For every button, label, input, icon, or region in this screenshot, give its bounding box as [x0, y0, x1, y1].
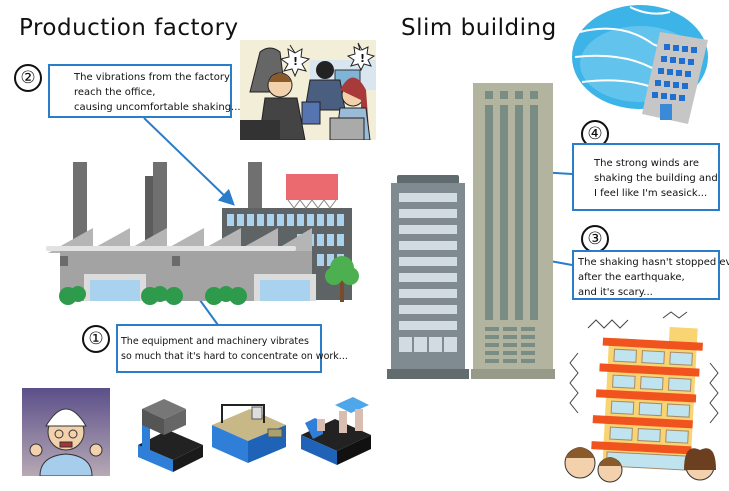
office-workers-illustration: ! !: [240, 40, 376, 140]
callout-4: The strong winds are shaking the buildin…: [572, 143, 720, 211]
svg-text:!: !: [293, 55, 298, 68]
callout-4-line: shaking the building and: [594, 173, 718, 184]
callout-2-line: reach the office,: [74, 87, 156, 98]
cnc-machine-illustration: [212, 404, 286, 463]
factory-illustration: [46, 162, 359, 305]
callout-2-line: causing uncomfortable shaking...: [74, 102, 241, 113]
dizzy-worker-illustration: [22, 388, 110, 476]
slim-building-illustration: [387, 83, 555, 379]
chimney: [145, 176, 155, 246]
worried-people: [564, 447, 716, 483]
title-slim-building: Slim building: [401, 15, 557, 41]
callout-number-3: ③: [581, 225, 609, 253]
callout-number-1: ①: [82, 325, 110, 353]
svg-text:!: !: [360, 52, 365, 65]
callout-1: The equipment and machinery vibrates so …: [116, 324, 348, 373]
callout-4-line: The strong winds are: [594, 158, 699, 169]
conveyor-machine-illustration: [301, 397, 371, 465]
callout-number-2: ②: [14, 64, 42, 92]
windy-building-illustration: [572, 5, 708, 124]
callout-1-line: The equipment and machinery vibrates: [121, 336, 309, 347]
press-machine-illustration: [138, 399, 203, 472]
callout-1-line: so much that it's hard to concentrate on…: [121, 351, 348, 362]
callout-3: The shaking hasn't stopped even after th…: [572, 250, 729, 300]
billboard: [286, 174, 338, 200]
callout-3-line: The shaking hasn't stopped even: [578, 257, 729, 268]
callout-3-line: after the earthquake,: [578, 272, 685, 283]
chimney: [153, 162, 167, 246]
arrow-2: [143, 117, 235, 206]
callout-2-line: The vibrations from the factory: [74, 72, 230, 83]
shaking-apartment-illustration: [564, 311, 719, 483]
callout-2: The vibrations from the factory reach th…: [48, 64, 241, 118]
title-production-factory: Production factory: [19, 15, 239, 41]
callout-3-line: and it's scary...: [578, 287, 653, 298]
chimney: [73, 162, 87, 242]
callout-4-line: I feel like I'm seasick...: [594, 188, 708, 199]
